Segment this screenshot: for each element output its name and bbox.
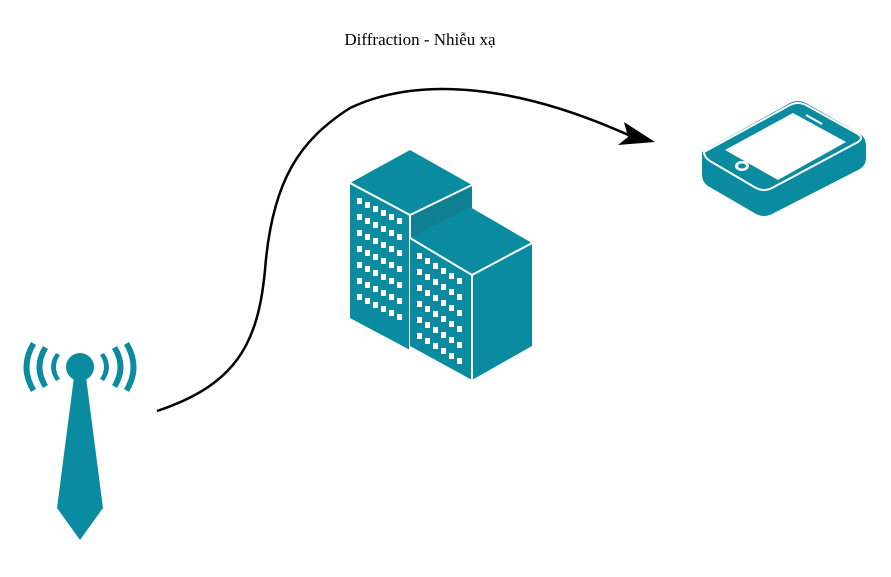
curved-arrow-icon — [156, 87, 655, 413]
radio-tower-icon — [23, 342, 137, 540]
office-buildings-icon — [349, 150, 533, 380]
diagram-title: Diffraction - Nhiễu xạ — [344, 30, 496, 49]
mobile-device-icon — [702, 101, 866, 216]
